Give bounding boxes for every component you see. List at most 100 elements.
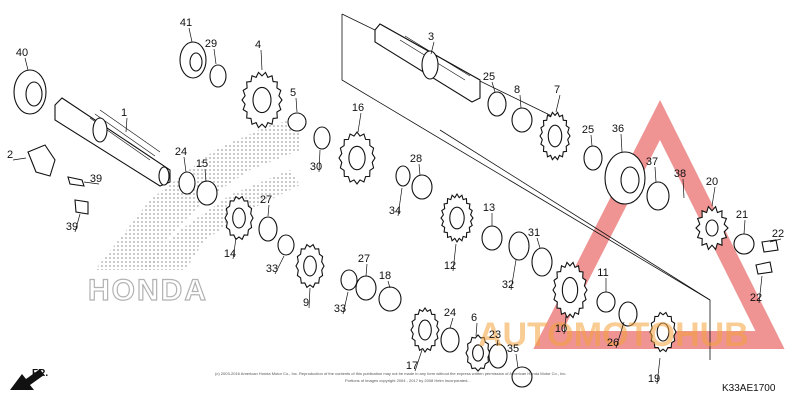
callout-5: 5 xyxy=(290,87,298,113)
callout-number: 8 xyxy=(514,84,520,96)
callout-number: 16 xyxy=(352,102,364,114)
front-direction-arrow: FR. xyxy=(10,368,48,390)
callout-number: 24 xyxy=(175,146,187,158)
callout-1: 1 xyxy=(121,107,128,133)
callout-number: 19 xyxy=(648,373,660,385)
callout-39: 39 xyxy=(66,213,81,233)
callout-12: 12 xyxy=(444,243,457,272)
callout-number: 18 xyxy=(379,270,391,282)
callout-number: 3 xyxy=(428,31,434,43)
callout-19: 19 xyxy=(648,357,661,385)
callout-26: 26 xyxy=(607,321,625,349)
callout-number: 13 xyxy=(483,202,495,214)
callout-number: 25 xyxy=(483,71,495,83)
callout-41: 41 xyxy=(180,17,193,43)
callout-number: 5 xyxy=(290,87,296,99)
callout-number: 11 xyxy=(597,267,608,279)
callout-7: 7 xyxy=(554,84,561,113)
callout-32: 32 xyxy=(502,259,517,291)
callout-27: 27 xyxy=(260,194,272,217)
callout-number: 37 xyxy=(646,156,658,168)
callout-17: 17 xyxy=(406,349,423,372)
callout-number: 12 xyxy=(444,260,456,272)
callout-28: 28 xyxy=(410,153,422,176)
gear xyxy=(649,311,677,353)
callout-33: 33 xyxy=(266,255,285,275)
callout-number: 39 xyxy=(90,173,102,185)
callout-31: 31 xyxy=(528,227,541,249)
diagram-code: K33AE1700 xyxy=(722,383,776,394)
gear xyxy=(338,131,376,185)
group-outline xyxy=(341,14,711,360)
callout-number: 39 xyxy=(66,221,78,233)
bracket-2 xyxy=(27,144,56,177)
callout-36: 36 xyxy=(612,123,624,153)
callout-number: 6 xyxy=(471,312,477,324)
callout-10: 10 xyxy=(555,315,567,335)
gear xyxy=(224,195,254,241)
honda-watermark-text: HONDA xyxy=(88,274,208,307)
callout-number: 34 xyxy=(389,205,401,217)
callout-18: 18 xyxy=(379,270,391,289)
callout-20: 20 xyxy=(706,176,718,207)
callout-number: 33 xyxy=(266,263,278,275)
callout-24: 24 xyxy=(175,146,187,173)
callout-16: 16 xyxy=(352,102,364,133)
sprocket-20 xyxy=(695,205,729,251)
callout-number: 29 xyxy=(205,38,217,50)
callout-number: 28 xyxy=(410,153,422,165)
callout-9: 9 xyxy=(303,287,311,309)
callout-27: 27 xyxy=(358,253,370,277)
callout-number: 26 xyxy=(607,337,619,349)
callout-25: 25 xyxy=(582,124,594,147)
site-watermark-text: AUTOMOTOHUB xyxy=(478,316,749,354)
gear xyxy=(539,111,571,161)
callout-4: 4 xyxy=(255,39,263,71)
callout-24: 24 xyxy=(444,307,456,329)
gear xyxy=(295,243,325,289)
gears xyxy=(224,71,677,372)
gear xyxy=(440,192,474,244)
callout-number: 32 xyxy=(502,279,514,291)
callout-25: 25 xyxy=(483,71,496,93)
callout-number: 1 xyxy=(121,107,127,119)
callout-number: 22 xyxy=(772,228,784,240)
callout-number: 17 xyxy=(406,360,418,372)
callout-number: 24 xyxy=(444,307,456,319)
callout-38: 38 xyxy=(674,168,686,199)
callout-number: 21 xyxy=(736,209,748,221)
front-direction-label: FR. xyxy=(32,368,48,379)
callout-number: 35 xyxy=(507,343,519,355)
callout-13: 13 xyxy=(483,202,495,226)
callout-number: 25 xyxy=(582,124,594,136)
callout-8: 8 xyxy=(514,84,522,109)
copyright-line2: Portions of images copyright 2004 - 2017… xyxy=(345,378,471,383)
copyright-line1: (c) 2003-2016 American Honda Motor Co., … xyxy=(215,371,567,376)
gear xyxy=(410,307,440,353)
callout-21: 21 xyxy=(736,209,748,235)
callout-number: 20 xyxy=(706,176,718,188)
bolts xyxy=(67,176,779,275)
callout-number: 7 xyxy=(554,84,560,96)
callout-34: 34 xyxy=(389,187,403,217)
mainshaft xyxy=(54,97,171,187)
gear xyxy=(552,261,588,319)
callout-number: 2 xyxy=(7,149,13,161)
callout-number: 36 xyxy=(612,123,624,135)
callout-number: 33 xyxy=(334,303,346,315)
callout-number: 15 xyxy=(196,158,208,170)
callout-number: 30 xyxy=(310,161,322,173)
callout-33: 33 xyxy=(334,291,349,315)
callout-2: 2 xyxy=(7,149,27,161)
callout-number: 40 xyxy=(16,47,28,59)
callout-15: 15 xyxy=(196,158,208,183)
callout-6: 6 xyxy=(471,312,478,337)
callout-22: 22 xyxy=(769,228,784,243)
washers xyxy=(178,64,755,388)
callout-14: 14 xyxy=(224,237,237,260)
callout-number: 10 xyxy=(555,323,567,335)
callout-40: 40 xyxy=(16,47,29,71)
callout-number: 27 xyxy=(358,253,370,265)
callout-number: 31 xyxy=(528,227,540,239)
